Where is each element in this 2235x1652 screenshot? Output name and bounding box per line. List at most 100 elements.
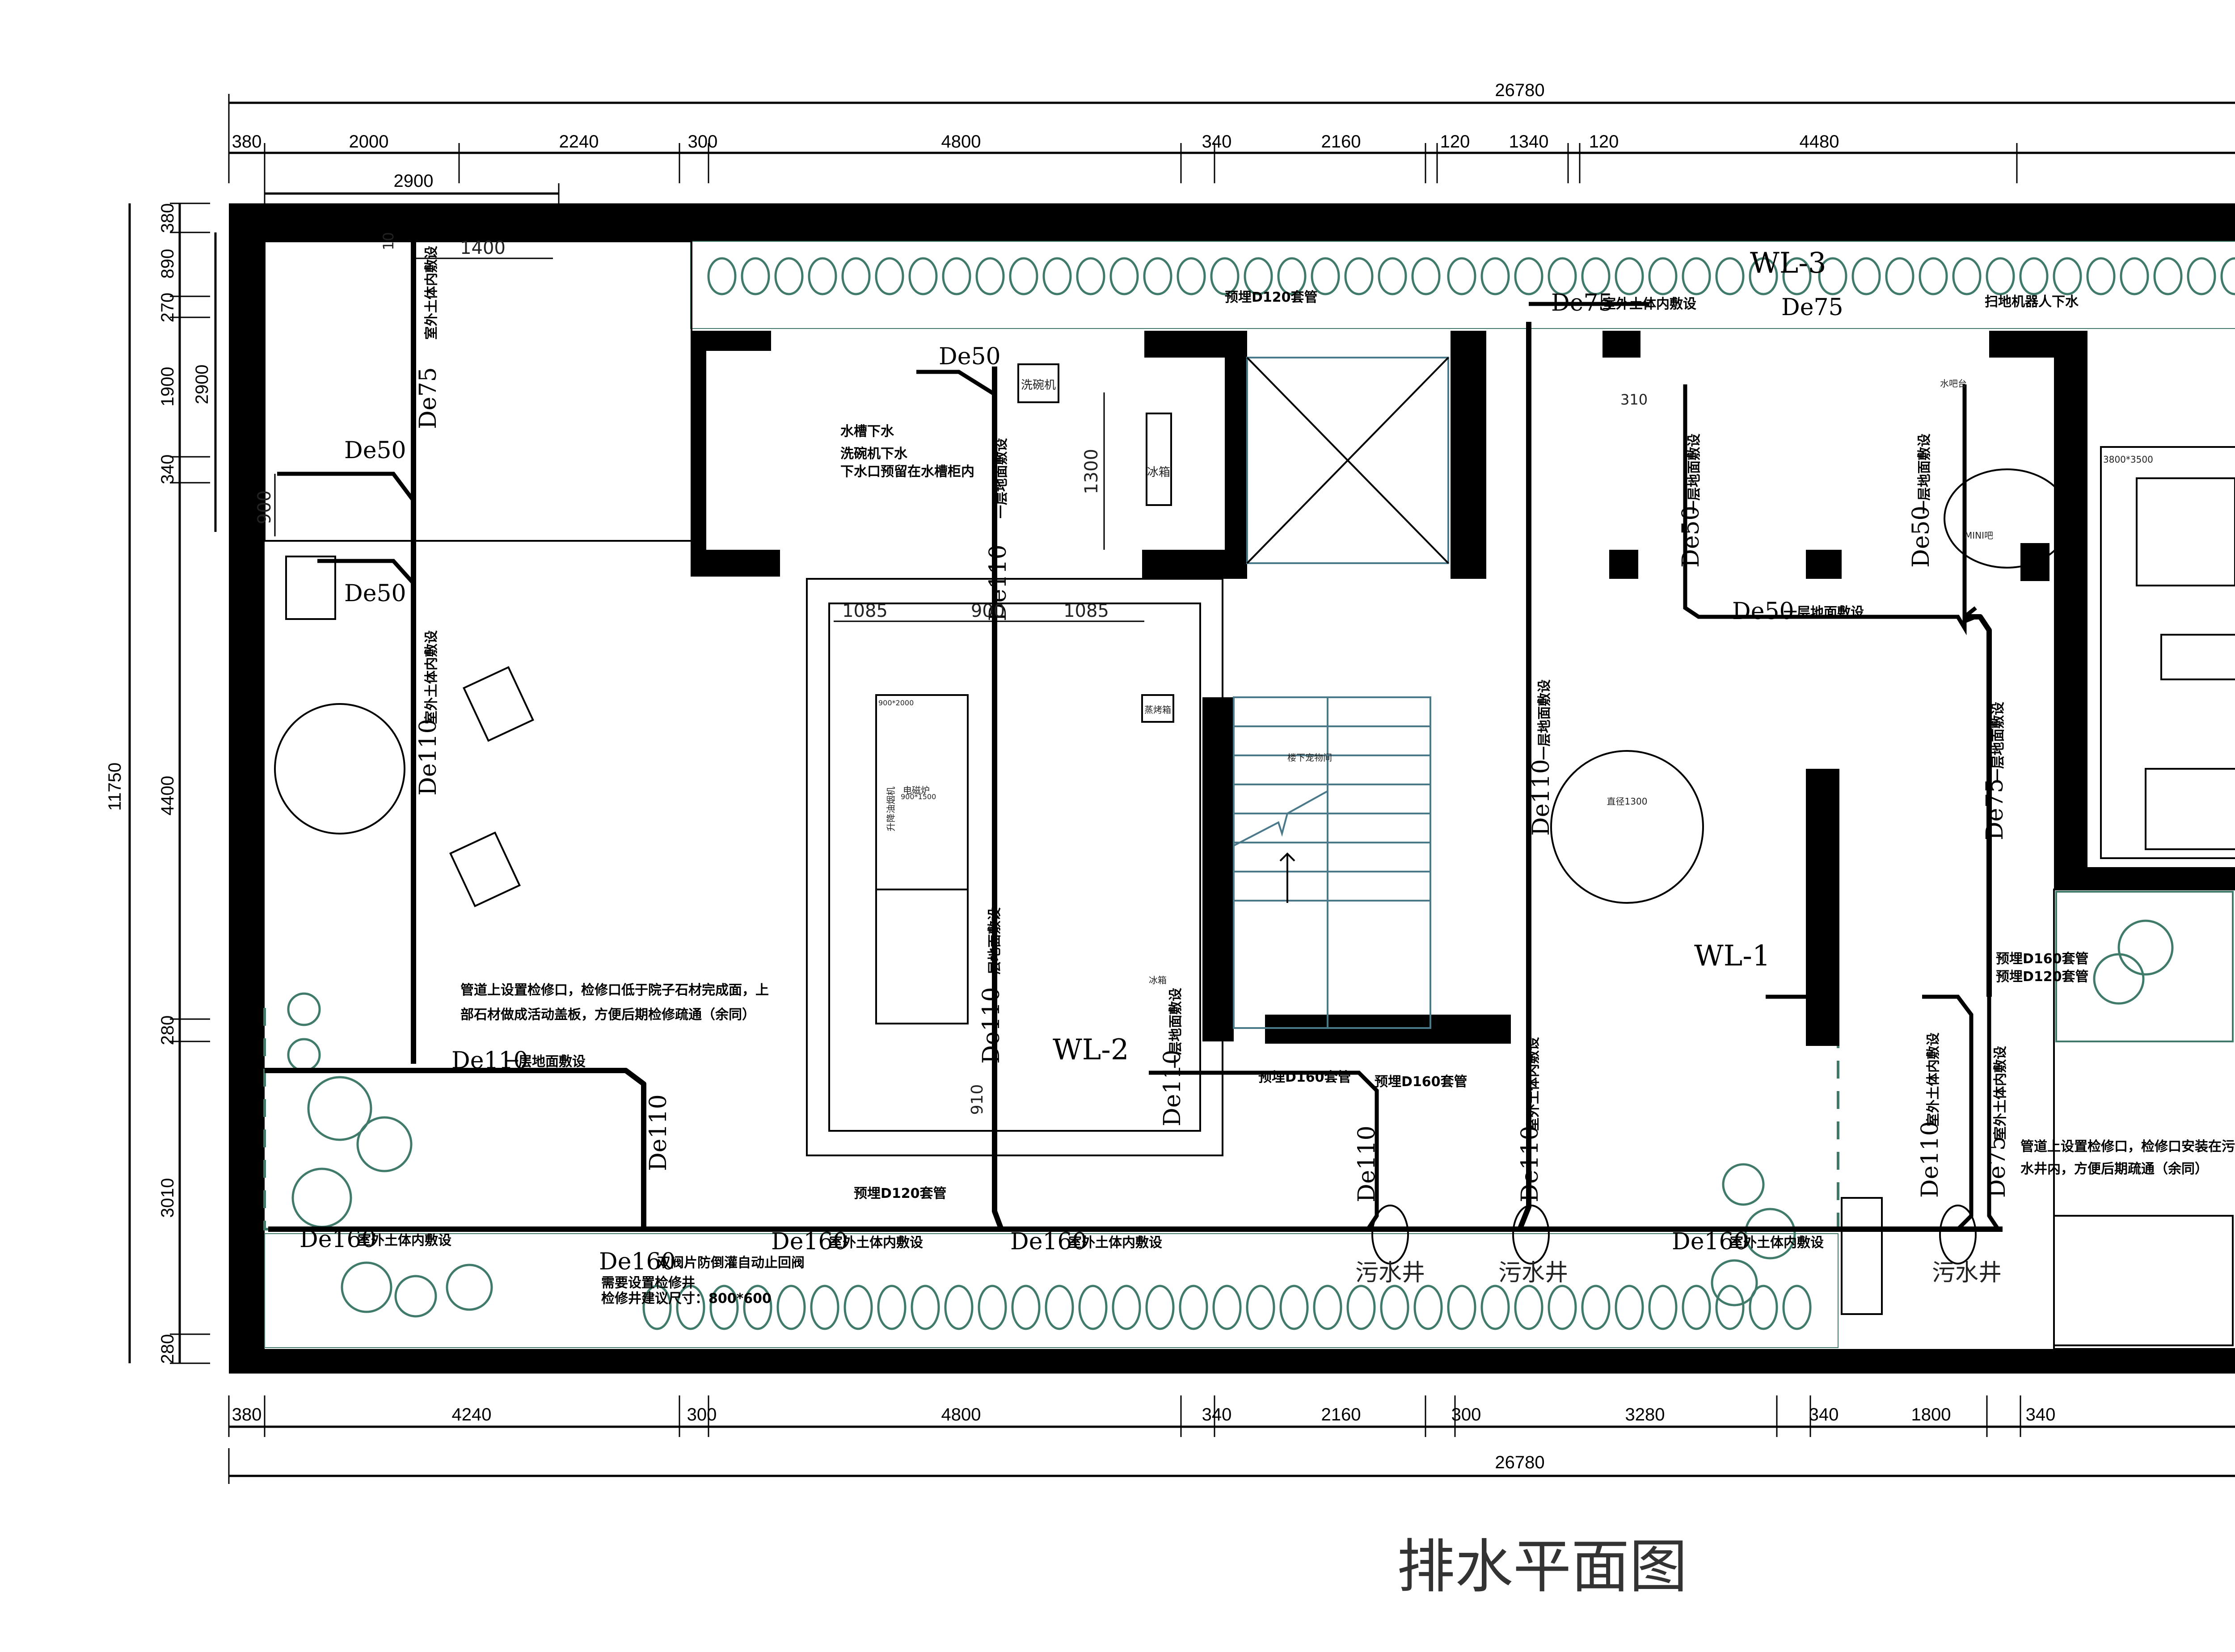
label-de160-d-note: 室外土体内敷设	[1730, 1235, 1824, 1251]
label-center-de110-note: 一层地面敷设	[1537, 679, 1552, 760]
top-inner-dim: 2900	[394, 171, 434, 191]
left-dim-7: 3010	[158, 1178, 177, 1218]
label-hood: 升降油烟机	[886, 787, 896, 831]
note-cleanout-left-1: 管道上设置检修口，检修口低于院子石材完成面，上	[460, 982, 769, 998]
label-de160-a: De160	[299, 1226, 376, 1253]
bottom-dim-2: 300	[687, 1405, 717, 1424]
label-bar-de50: De50	[1908, 506, 1935, 568]
dim-900: 900	[254, 490, 275, 524]
label-induction: 电磁炉	[903, 785, 930, 796]
label-de160-c: De160	[1010, 1228, 1087, 1255]
bottom-dim-0: 380	[232, 1405, 262, 1424]
dim-10: 10	[380, 232, 397, 250]
label-island-de110: De110	[978, 987, 1005, 1064]
label-south-de110-b-note: 室外土体内敷设	[1526, 1037, 1541, 1131]
label-wl3-de75: De75	[1781, 294, 1843, 321]
label-de110-left-note: 室外土体内敷设	[424, 630, 439, 724]
note-cleanout-right-2: 水井内，方便后期疏通（余同）	[2020, 1161, 2208, 1177]
sewage-well-label-2: 污水井	[1498, 1260, 1568, 1286]
label-robot-drain: 扫地机器人下水	[1985, 294, 2079, 310]
left-inner-dim: 2900	[192, 365, 212, 405]
label-kitchen-de110-note: 一层地面敷设	[994, 438, 1009, 518]
label-center-de110: De110	[1528, 759, 1555, 836]
label-kitchen-de50: De50	[939, 343, 1001, 370]
sewage-well-label-1: 污水井	[1355, 1260, 1425, 1286]
label-closet-de50: De50	[1678, 506, 1704, 568]
label-steam-oven: 蒸烤箱	[1144, 704, 1171, 715]
stack-wl3: WL-3	[1750, 247, 1826, 280]
label-wl2-de110: De110	[1159, 1049, 1186, 1126]
top-dim-1: 2000	[349, 132, 389, 152]
label-water-bar: 水吧台	[1940, 378, 1967, 389]
bottom-dim-3: 4800	[941, 1405, 981, 1424]
label-rug-size: 3800*3500	[2103, 454, 2153, 465]
bottom-total-dim: 26780	[1495, 1453, 1544, 1472]
dim-1300: 1300	[1081, 449, 1102, 494]
label-mini-bar: MINI吧	[1965, 530, 1993, 541]
label-sleeve-d120-c: 预埋D120套管	[1996, 969, 2089, 985]
left-dim-6: 280	[158, 1016, 177, 1045]
label-fridge-2: 冰箱	[1149, 975, 1167, 986]
top-dim-10: 4480	[1800, 132, 1839, 152]
top-dim-2: 2240	[559, 132, 599, 152]
note-drain-reserved: 下水口预留在水槽柜内	[840, 464, 974, 480]
note-inspection-well-2: 检修井建议尺寸：800*600	[601, 1291, 772, 1306]
note-inspection-well-1: 需要设置检修井	[601, 1275, 695, 1291]
annotation-notes: 水槽下水 洗碗机下水 下水口预留在水槽柜内 管道上设置检修口，检修口低于院子石材…	[460, 424, 2235, 1306]
label-de75-left: De75	[415, 367, 442, 429]
label-island2-size: 900*1500	[901, 792, 936, 801]
label-de160-valve: De160	[599, 1248, 676, 1275]
label-dishwasher: 洗碗机	[1021, 379, 1056, 392]
sewage-well-2	[1512, 1205, 1550, 1264]
drain-pipes	[265, 241, 2003, 1232]
left-dim-3: 1900	[158, 367, 177, 407]
label-pet-room: 楼下宠物间	[1287, 752, 1332, 763]
dim-1085-b: 1085	[1063, 601, 1109, 621]
left-dim-4: 340	[158, 455, 177, 485]
label-fridge-kitchen: 冰箱	[1147, 466, 1170, 479]
stack-wl1: WL-1	[1694, 940, 1771, 973]
label-top-de75: De75	[1551, 290, 1613, 316]
top-dimensions: 26780 380 2000 2240 300 4800 340 2160 12…	[228, 80, 2235, 206]
dim-1085-a: 1085	[842, 601, 888, 621]
label-de160-a-note: 室外土体内敷设	[358, 1233, 451, 1248]
bottom-dim-4: 340	[1202, 1405, 1232, 1424]
fixture-labels: 洗碗机 冰箱 蒸烤箱 冰箱 升降油烟机 电磁炉 900*2000 900*150…	[878, 363, 2153, 986]
label-kitchen-de110: De110	[985, 544, 1012, 621]
bottom-dim-1: 4240	[452, 1405, 492, 1424]
label-sleeve-d120-top: 预埋D120套管	[1225, 290, 1318, 305]
dim-1400: 1400	[460, 238, 506, 258]
dim-910: 910	[968, 1084, 987, 1115]
left-total-dim: 11750	[105, 763, 125, 811]
label-sleeve-d120-b: 预埋D120套管	[854, 1186, 947, 1201]
top-dim-4: 4800	[941, 132, 981, 152]
left-dim-5: 4400	[158, 776, 177, 816]
landscape-bottom	[263, 891, 2234, 1348]
label-sleeve-d160-a: 预埋D160套管	[1258, 1070, 1351, 1085]
label-sleeve-d160-c: 预埋D160套管	[1996, 951, 2089, 967]
label-de160-d: De160	[1672, 1228, 1749, 1255]
note-cleanout-left-2: 部石材做成活动盖板，方便后期检修疏通（余同）	[460, 1007, 755, 1023]
left-dim-0: 380	[158, 203, 177, 233]
drawing-title: 排水平面图	[1397, 1533, 1687, 1601]
label-south-de110-b: De110	[1517, 1125, 1543, 1202]
label-island-de110-note: 一层地面敷设	[987, 907, 1003, 988]
label-wl2-de110-note: 一层地面敷设	[1168, 988, 1184, 1068]
label-island-size: 900*2000	[878, 699, 914, 707]
top-dim-5: 340	[1202, 132, 1232, 152]
top-dim-8: 1340	[1509, 132, 1549, 152]
left-dim-1: 890	[158, 249, 177, 279]
top-dim-7: 120	[1440, 132, 1470, 152]
note-dishwasher-drain: 洗碗机下水	[840, 446, 908, 462]
top-dim-6: 2160	[1321, 132, 1361, 152]
label-de160-b-note: 室外土体内敷设	[829, 1235, 923, 1251]
left-dim-2: 270	[158, 293, 177, 323]
top-dim-3: 300	[688, 132, 718, 152]
bottom-dim-8: 340	[1809, 1405, 1839, 1424]
sewage-wells: 污水井 污水井 污水井	[1355, 1205, 2002, 1286]
bottom-dim-9: 1800	[1911, 1405, 1951, 1424]
top-dim-0: 380	[232, 132, 262, 152]
sewage-well-label-3: 污水井	[1932, 1260, 2002, 1286]
label-de50-a: De50	[344, 437, 406, 464]
